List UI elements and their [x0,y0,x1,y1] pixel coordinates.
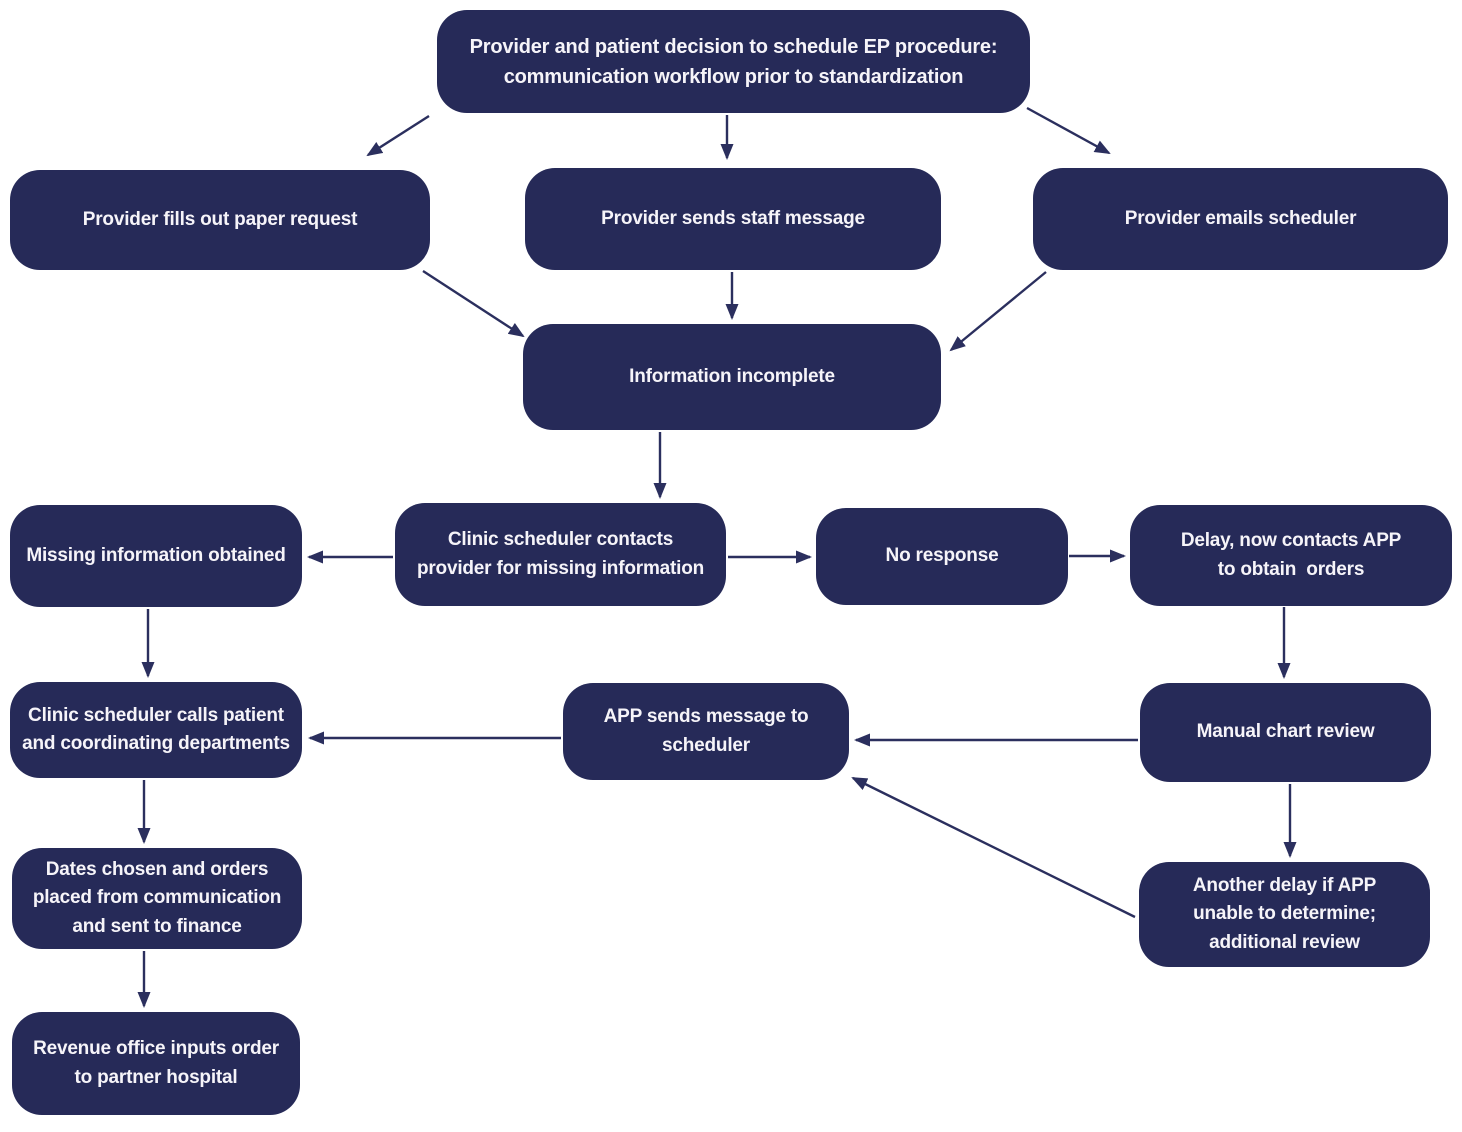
node-delay-contacts-app: Delay, now contacts APP to obtain orders [1130,505,1452,606]
node-another-delay: Another delay if APP unable to determine… [1139,862,1430,967]
node-scheduler-contacts: Clinic scheduler contacts provider for m… [395,503,726,606]
node-dates-chosen: Dates chosen and orders placed from comm… [12,848,302,949]
node-info-incomplete: Information incomplete [523,324,941,430]
edge-paper-request-info-incomplete [422,269,525,338]
edge-emails-scheduler-info-incomplete [949,271,1047,352]
node-staff-message: Provider sends staff message [525,168,941,270]
node-manual-review: Manual chart review [1140,683,1431,782]
node-app-sends-message: APP sends message to scheduler [563,683,849,780]
edge-another-delay-app-sends-message [851,776,1136,919]
node-no-response: No response [816,508,1068,605]
node-emails-scheduler: Provider emails scheduler [1033,168,1448,270]
edge-decision-emails-scheduler [1026,106,1111,155]
node-missing-obtained: Missing information obtained [10,505,302,607]
node-scheduler-calls: Clinic scheduler calls patient and coord… [10,682,302,778]
edge-decision-paper-request [366,114,430,157]
node-decision: Provider and patient decision to schedul… [437,10,1030,113]
node-paper-request: Provider fills out paper request [10,170,430,270]
node-revenue-office: Revenue office inputs order to partner h… [12,1012,300,1115]
